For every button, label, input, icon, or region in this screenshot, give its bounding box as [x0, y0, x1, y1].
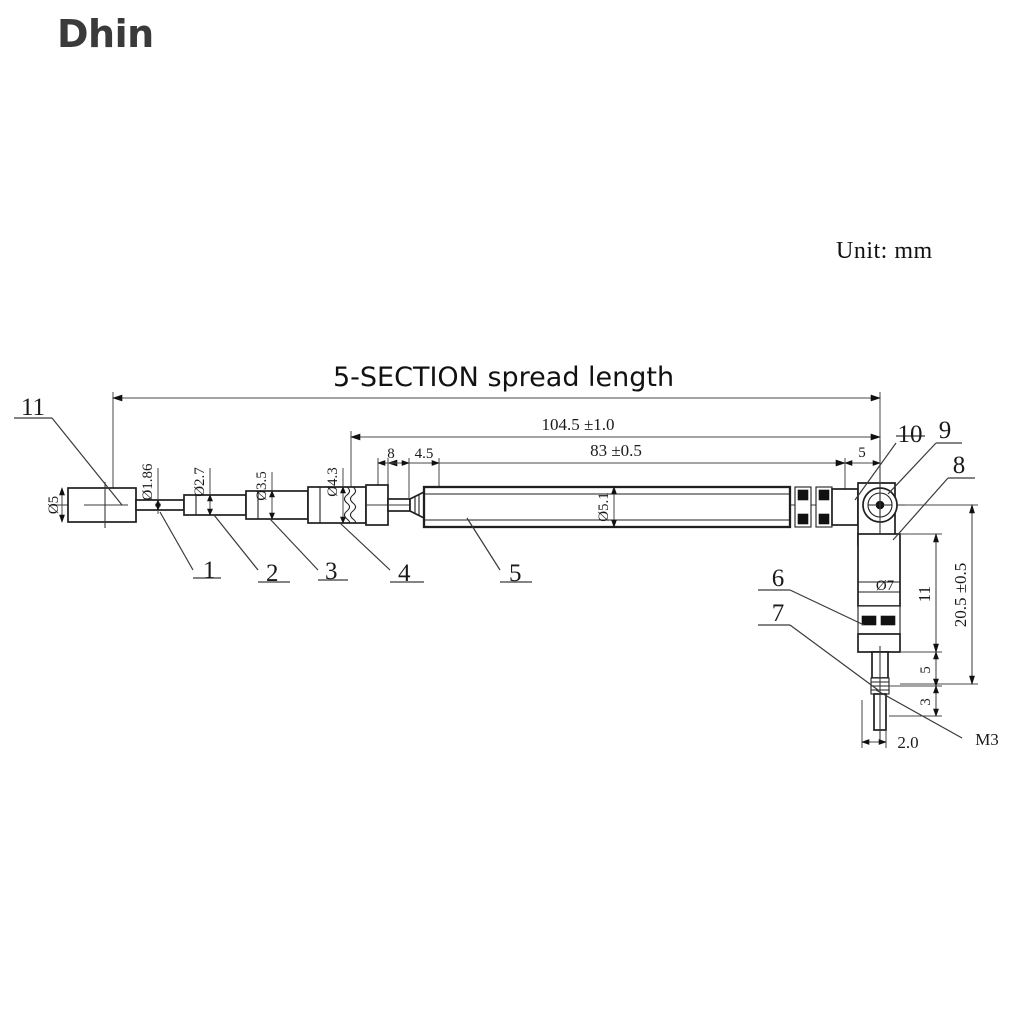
dim-label-d5: Ø5 — [46, 496, 62, 514]
callout-label-4: 4 — [398, 560, 411, 587]
dim-d5: Ø5 — [46, 487, 65, 523]
part-section-5-main-tube — [422, 485, 792, 529]
dim-label-d2-7: Ø2.7 — [192, 467, 208, 497]
dim-83: 83 ±0.5 — [387, 441, 846, 495]
callout-3: 3 — [269, 518, 348, 585]
dim-label-5-vertical: 5 — [918, 666, 934, 674]
callout-7: 7 — [758, 600, 879, 691]
dim-d5-1: Ø5.1 — [596, 486, 617, 528]
part-neck — [387, 498, 412, 512]
callout-10: 10 — [854, 421, 925, 501]
part-elbow-housing: Ø7 — [857, 533, 901, 653]
knurl-bands — [794, 486, 859, 528]
part-section-2 — [183, 494, 247, 516]
callout-4: 4 — [339, 522, 424, 587]
unit-label: Unit: mm — [836, 238, 933, 264]
dim-3-vertical: 3 — [889, 685, 942, 717]
dim-label-5-right: 5 — [858, 445, 866, 461]
part-taper — [409, 490, 425, 520]
callout-5: 5 — [466, 517, 532, 587]
part-end-cap — [67, 482, 137, 528]
callout-label-9: 9 — [939, 417, 952, 444]
dim-spread-length — [112, 392, 881, 500]
dim-label-2-0: 2.0 — [897, 733, 918, 752]
callout-label-10: 10 — [898, 421, 923, 448]
dim-label-d3-5: Ø3.5 — [254, 471, 270, 501]
callout-label-5: 5 — [509, 560, 522, 587]
callout-label-2: 2 — [266, 560, 279, 587]
dim-label-83: 83 ±0.5 — [590, 441, 642, 460]
callout-8: 8 — [892, 452, 975, 541]
dim-11: 11 — [900, 532, 942, 654]
dim-104-5: 104.5 ±1.0 — [350, 415, 881, 492]
dim-20-5: 20.5 ±0.5 — [900, 503, 978, 686]
callout-label-8: 8 — [953, 452, 966, 479]
dim-label-d5-1: Ø5.1 — [596, 492, 612, 522]
dim-label-d4-3: Ø4.3 — [325, 467, 341, 497]
dim-d2-7: Ø2.7 — [192, 467, 213, 516]
dim-label-11: 11 — [915, 586, 934, 602]
dim-5-right: 5 — [844, 445, 881, 466]
dim-label-3-vertical: 3 — [918, 698, 934, 706]
watermark-dhin: Dhin — [57, 12, 154, 56]
part-collar — [365, 484, 389, 526]
dim-label-104-5: 104.5 ±1.0 — [541, 415, 614, 434]
callout-11: 11 — [14, 394, 123, 506]
dim-label-m3: M3 — [975, 730, 999, 749]
dim-4-5: 4.5 — [409, 446, 440, 500]
dim-d4-3: Ø4.3 — [325, 467, 346, 524]
callout-6: 6 — [758, 565, 865, 626]
dim-label-4-5: 4.5 — [415, 446, 434, 462]
dim-2-0: 2.0 — [861, 700, 919, 752]
callout-9: 9 — [887, 417, 962, 495]
dim-5-vertical: 5 — [889, 651, 942, 687]
dim-d3-5: Ø3.5 — [254, 471, 275, 520]
callout-label-7: 7 — [772, 600, 785, 627]
dim-d1-86: Ø1.86 — [140, 463, 161, 514]
dim-label-d1-86: Ø1.86 — [140, 463, 156, 501]
part-threaded-stem — [870, 646, 890, 740]
part-pivot-elbow — [857, 440, 898, 700]
callout-label-6: 6 — [772, 565, 785, 592]
dim-label-8: 8 — [387, 446, 395, 462]
callout-2: 2 — [213, 514, 290, 587]
callout-1: 1 — [159, 511, 221, 584]
callout-label-3: 3 — [325, 558, 338, 585]
part-section-4 — [307, 486, 367, 524]
callout-label-11: 11 — [21, 394, 45, 421]
callout-label-1: 1 — [203, 557, 216, 584]
callout-m3: M3 — [875, 689, 999, 749]
dim-label-d7: Ø7 — [876, 578, 895, 594]
spring-coil-symbol — [343, 486, 357, 524]
dim-label-20-5: 20.5 ±0.5 — [951, 563, 970, 628]
drawing-title: 5-SECTION spread length — [333, 362, 674, 393]
